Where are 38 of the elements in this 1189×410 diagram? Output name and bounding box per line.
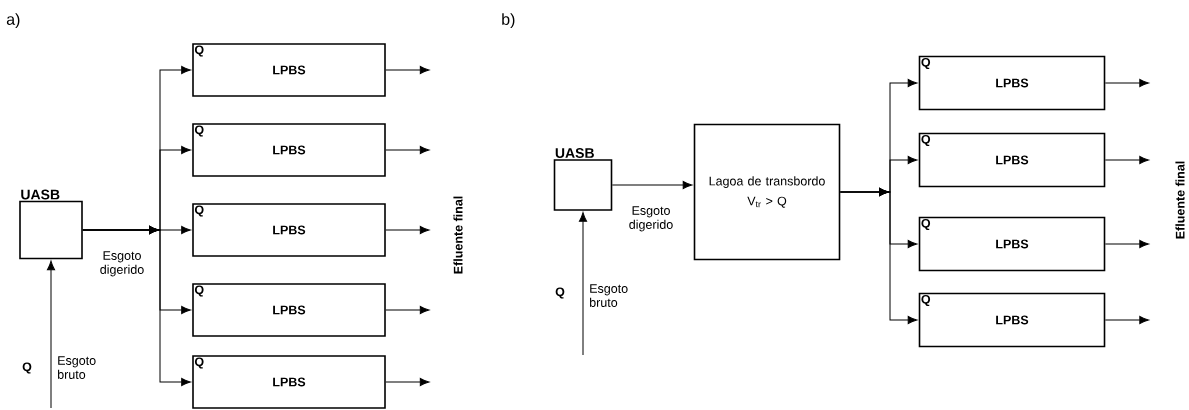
- pond-box: Lagoa de transbordo V$_{tr}$ > Q: [693, 123, 841, 261]
- flow-label: Q: [194, 285, 204, 297]
- edge-label: Esgoto digerido: [100, 251, 144, 277]
- arrow: [1104, 155, 1149, 165]
- arrow: [1104, 239, 1149, 249]
- flow-label: Q: [22, 362, 32, 374]
- arrow: [385, 145, 430, 155]
- arrow: [1104, 78, 1149, 88]
- panel-label: a): [6, 13, 20, 29]
- arrow: [611, 180, 693, 190]
- arrow: [82, 225, 191, 387]
- outlet-label: Efluente final: [453, 196, 463, 274]
- flow-label: Q: [921, 134, 931, 147]
- flow-label: Q: [194, 125, 204, 137]
- flow-label: Q: [921, 294, 931, 307]
- arrow: [578, 212, 588, 356]
- flow-label: Q: [921, 57, 931, 70]
- flow-label: Q: [194, 45, 204, 57]
- arrow: [46, 260, 56, 409]
- edge-label: Esgoto bruto: [58, 356, 96, 379]
- edge-label: Esgoto digerido: [629, 206, 673, 232]
- arrow: [385, 65, 430, 75]
- flow-label: Q: [555, 287, 565, 299]
- arrow: [385, 305, 430, 315]
- flow-label: Q: [194, 357, 204, 369]
- arrow: [839, 187, 918, 325]
- arrow: [1104, 315, 1149, 325]
- reactor-box: UASB: [19, 189, 83, 260]
- reactor-box: UASB: [553, 148, 613, 211]
- arrow: [385, 225, 430, 235]
- node-label: UASB: [21, 189, 60, 200]
- panel-label: b): [502, 13, 515, 29]
- flow-label: Q: [194, 205, 204, 217]
- outlet-label: Efluente final: [1175, 161, 1185, 239]
- arrow: [385, 377, 430, 387]
- edge-label: Esgoto bruto: [590, 284, 628, 307]
- node-label: UASB: [555, 148, 594, 159]
- flow-label: Q: [921, 218, 931, 231]
